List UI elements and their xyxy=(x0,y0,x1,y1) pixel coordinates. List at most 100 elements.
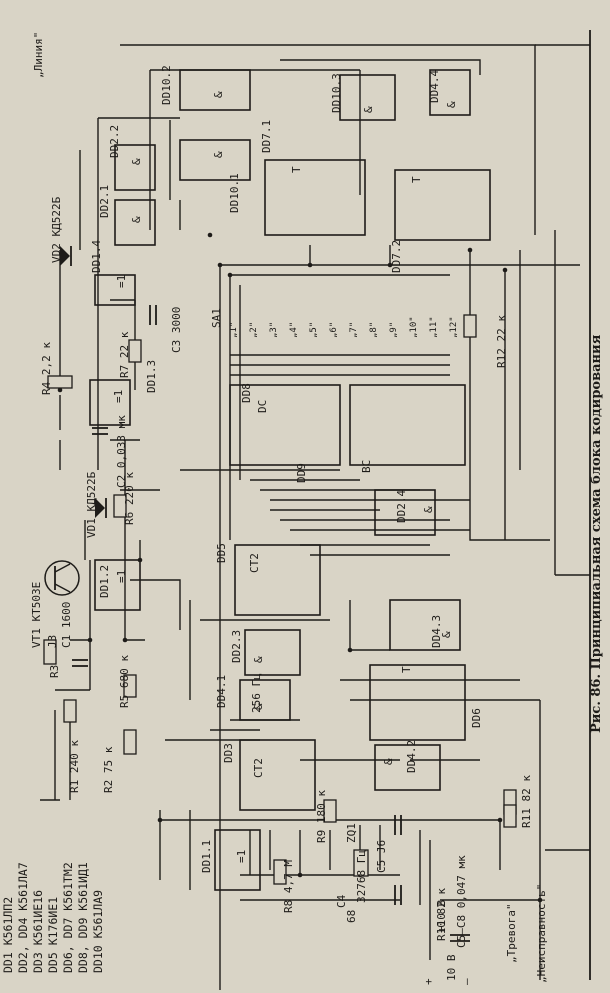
gate-and-dd10-3: & xyxy=(362,106,375,113)
gate-symbols: & & & & & & =1 =1 =1 =1 & & & & & T T T … xyxy=(112,91,458,863)
label-dd2-3: DD2.3 xyxy=(230,630,243,663)
label-dd2-1: DD2.1 xyxy=(98,185,111,218)
capacitor-c5-c8 xyxy=(450,934,470,942)
resistor-r2 xyxy=(123,729,137,755)
chip-dd2-4 xyxy=(374,489,436,536)
capacitor-c3 xyxy=(149,305,157,325)
label-dd1-4: DD1.4 xyxy=(90,240,103,273)
chip-dd1-1 xyxy=(214,829,261,891)
counter-dd5: CT2 xyxy=(248,553,261,573)
legend-line-1: DD1 K561ЛП2 xyxy=(1,897,15,973)
capacitor-c2 xyxy=(92,427,108,435)
diode-vd2 xyxy=(60,246,72,266)
chip-dd4-2 xyxy=(374,744,441,791)
switch-position-6: „6" xyxy=(329,322,339,338)
chip-dd8 xyxy=(229,384,341,466)
capacitor-c1 xyxy=(72,659,88,667)
switch-position-11: „11" xyxy=(429,316,439,338)
capacitor-c4 xyxy=(394,885,402,905)
resistor-r12 xyxy=(463,314,477,338)
switch-position-10: „10" xyxy=(409,316,419,338)
chip-dd6 xyxy=(369,664,466,741)
legend-line-6: DD8, DD9 K561ИД1 xyxy=(76,862,90,973)
label-r12: R12 22 к xyxy=(495,315,508,368)
legend-line-5: DD6, DD7 K561ТМ2 xyxy=(61,862,75,973)
parts-legend: DD1 K561ЛП2 DD2, DD4 K561ЛА7 DD3 K561ИЕ1… xyxy=(1,862,105,973)
gate-and-dd4-1: & xyxy=(252,703,265,710)
label-r1: R1 240 к xyxy=(68,740,81,793)
label-vd2: VD2 KД522Б xyxy=(50,196,63,263)
label-dd10-2: DD10.2 xyxy=(160,65,173,105)
resistor-r4 xyxy=(47,375,73,389)
label-r5: R5 680 к xyxy=(118,655,131,708)
resistor-r3 xyxy=(43,639,57,665)
figure-caption: Рис. 86. Принципиальная схема блока коди… xyxy=(589,334,604,733)
label-dd2-4: DD2.4 xyxy=(395,490,408,523)
switch-position-2: „2" xyxy=(249,322,259,338)
label-c3: C3 3000 xyxy=(170,307,183,353)
label-dd9: DD9 xyxy=(295,463,308,483)
gate-and-dd2-4: & xyxy=(422,506,435,513)
switch-sa1 xyxy=(230,354,450,376)
label-vd1: VD1 KД522Б xyxy=(85,471,98,538)
legend-line-2: DD2, DD4 K561ЛА7 xyxy=(16,862,30,973)
label-r6: R6 220 к xyxy=(123,472,136,525)
label-dd2-2: DD2.2 xyxy=(108,125,121,158)
label-c5: C5 J6 xyxy=(375,840,388,873)
decoder-dd9: BC xyxy=(360,460,373,473)
label-dd10-3: DD10.3 xyxy=(330,73,343,113)
gate-and-dd4-3: & xyxy=(440,631,453,638)
switch-position-3: „3" xyxy=(269,322,279,338)
label-c5-c8: C5–C8 0,047 мк xyxy=(455,855,468,948)
label-r3: R3 xyxy=(48,665,61,678)
label-r4: R4 2,2 к xyxy=(40,342,53,395)
terminal-plus: + xyxy=(422,978,435,985)
gate-xor-dd1-1: =1 xyxy=(235,850,248,863)
gate-and-dd10-2: & xyxy=(212,91,225,98)
decoder-dd8: DC xyxy=(256,400,269,413)
chip-dd7-1 xyxy=(264,159,366,236)
rotated-labels: DD1 K561ЛП2 DD2, DD4 K561ЛА7 DD3 K561ИЕ1… xyxy=(1,32,604,985)
switch-position-1: „1" xyxy=(229,322,239,338)
chip-dd2-1 xyxy=(114,199,156,246)
label-r10: R10 82 к xyxy=(435,888,448,941)
label-r8: R8 4,7 М xyxy=(282,860,295,913)
switch-position-4: „4" xyxy=(289,322,299,338)
label-r9: R9 180 к xyxy=(315,790,328,843)
gate-and-dd2-1: & xyxy=(130,216,143,223)
label-c4-value: 68 xyxy=(345,910,358,923)
gate-and-dd2-3: & xyxy=(252,656,265,663)
label-dd10-1: DD10.1 xyxy=(228,173,241,213)
chip-dd9 xyxy=(349,384,466,466)
label-vt1: VT1 KT503E xyxy=(30,582,43,648)
chip-dd10-3 xyxy=(339,74,396,121)
chip-dd2-3 xyxy=(244,629,301,676)
legend-line-7: DD10 K561ЛА9 xyxy=(91,890,105,973)
label-256hz: 256 Гц xyxy=(250,673,263,713)
chip-dd2-2 xyxy=(114,144,156,191)
resistor-r1 xyxy=(63,699,77,723)
capacitor-c5 xyxy=(394,815,402,835)
chip-dd10-1 xyxy=(179,139,251,181)
chip-dd7-2 xyxy=(394,169,491,241)
chip-dd10-2 xyxy=(179,69,251,111)
supply-cap-voltage: 10 В xyxy=(445,954,458,981)
chip-dd4-1 xyxy=(239,679,291,721)
terminal-fault: „Неисправность" xyxy=(535,884,548,983)
legend-line-4: DD5 K176ИЕ1 xyxy=(46,897,60,973)
trigger-t-dd7-1: T xyxy=(290,166,303,173)
chip-dd4-3 xyxy=(389,599,461,651)
label-c2: C2 0,033 мк xyxy=(115,415,128,488)
switch-position-8: „8" xyxy=(369,322,379,338)
legend-line-3: DD3 K561ИЕ16 xyxy=(31,890,45,973)
gate-xor-dd1-3: =1 xyxy=(112,390,125,403)
switch-position-7: „7" xyxy=(349,322,359,338)
quartz-zq1 xyxy=(353,849,369,877)
label-r2: R2 75 к xyxy=(102,746,115,793)
label-dd6: DD6 xyxy=(470,708,483,728)
diode-vd1 xyxy=(95,498,107,518)
terminal-alarm: „Тревога" xyxy=(505,903,518,963)
label-dd1-1: DD1.1 xyxy=(200,840,213,873)
resistor-r11 xyxy=(503,804,517,828)
